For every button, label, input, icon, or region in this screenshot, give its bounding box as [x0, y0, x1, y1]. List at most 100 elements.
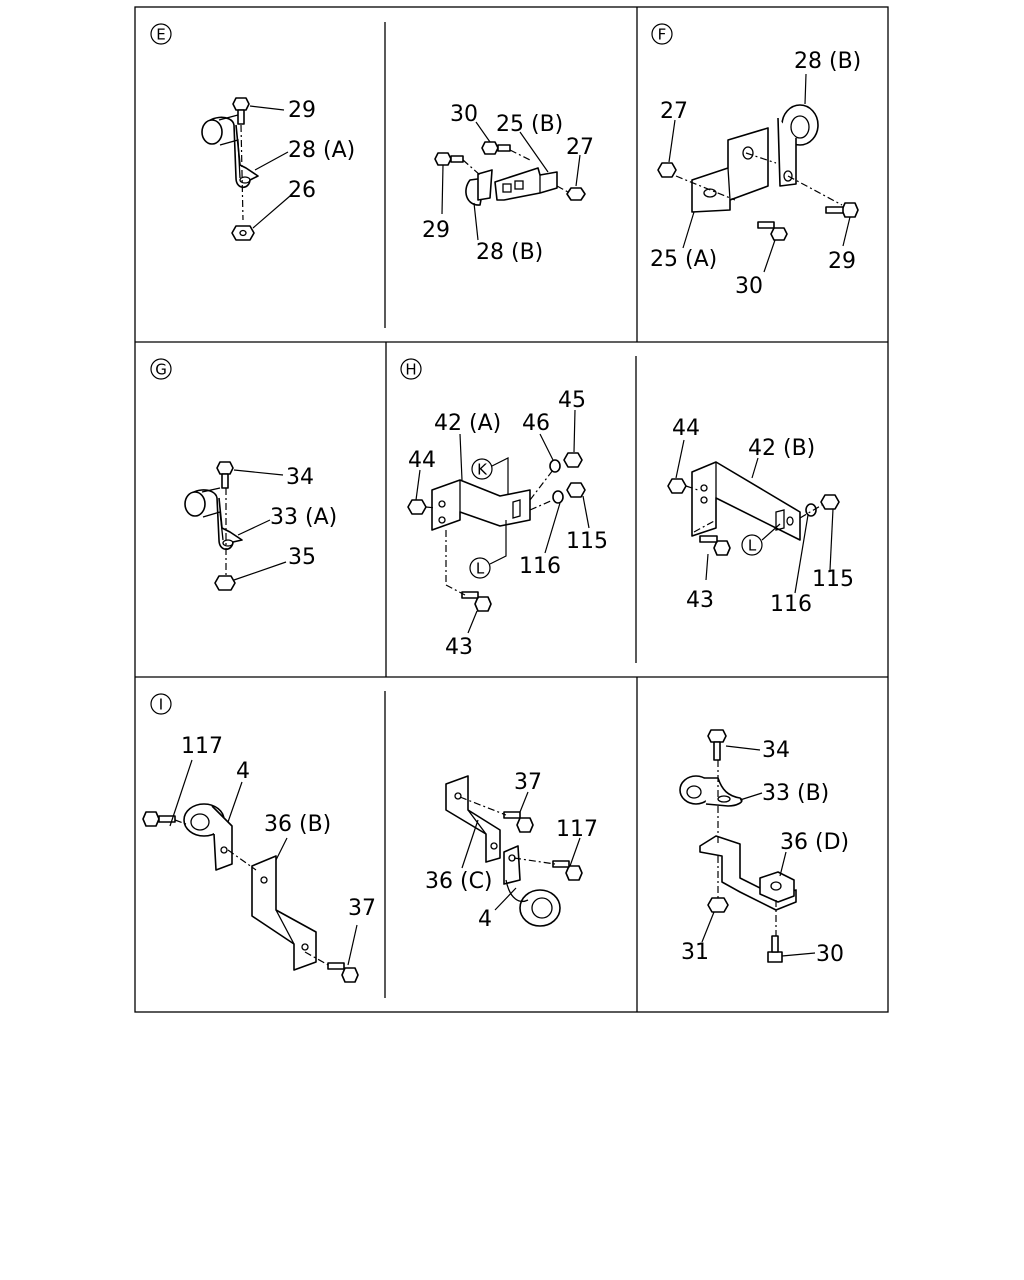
nut-drawing — [657, 162, 677, 178]
part-label: 34 — [286, 465, 314, 490]
bracket-drawing — [251, 855, 317, 971]
clamp-drawing — [183, 803, 233, 871]
pipe-clamp-drawing — [201, 114, 259, 189]
part-label: 29 — [828, 249, 856, 274]
section-letter: H — [405, 361, 416, 379]
bolt-drawing — [327, 962, 359, 983]
bolt-drawing — [142, 811, 176, 827]
part-label: 29 — [422, 218, 450, 243]
part-label: 25 (B) — [496, 112, 563, 137]
nut-drawing — [566, 187, 586, 201]
section-letter: I — [159, 696, 163, 714]
part-label: 37 — [348, 896, 376, 921]
part-label: 45 — [558, 388, 586, 413]
washer-drawing — [552, 490, 564, 504]
clip-drawing — [465, 169, 493, 206]
bolt-drawing — [503, 811, 534, 833]
pipe-clamp-drawing — [184, 487, 243, 551]
callout-letter: L — [748, 537, 757, 555]
part-label: 31 — [681, 940, 709, 965]
part-label: 27 — [566, 135, 594, 160]
part-label: 30 — [735, 274, 763, 299]
callout-l: L — [741, 534, 763, 556]
part-label: 33 (A) — [270, 505, 337, 530]
panel-e-middle: 30 25 (B) 27 29 28 (B) — [422, 102, 594, 265]
callout-letter: L — [476, 560, 485, 578]
nut-drawing — [667, 478, 687, 494]
part-label: 35 — [288, 545, 316, 570]
panel-f: 27 28 (B) 25 (A) 30 29 — [650, 49, 861, 299]
part-label: 4 — [236, 759, 250, 784]
bracket-drawing — [699, 835, 797, 911]
diagram-frame — [134, 6, 889, 1013]
section-letter: E — [156, 26, 165, 44]
nut-drawing — [231, 225, 255, 241]
part-label: 36 (D) — [780, 830, 849, 855]
part-label: 46 — [522, 411, 550, 436]
part-label: 117 — [181, 734, 223, 759]
part-label: 33 (B) — [762, 781, 829, 806]
part-label: 116 — [770, 592, 812, 617]
bolt-drawing — [232, 97, 250, 125]
part-label: 30 — [450, 102, 478, 127]
part-label: 42 (B) — [748, 436, 815, 461]
nut-drawing — [563, 452, 583, 468]
part-label: 29 — [288, 98, 316, 123]
bolt-drawing — [461, 591, 492, 612]
bolt-drawing — [552, 860, 583, 881]
part-label: 28 (B) — [794, 49, 861, 74]
part-label: 37 — [514, 770, 542, 795]
part-label: 36 (C) — [425, 869, 493, 894]
part-label: 30 — [816, 942, 844, 967]
bolt-drawing — [767, 935, 783, 963]
callout-l: L — [469, 557, 491, 579]
bolt-drawing — [216, 461, 234, 489]
washer-drawing — [549, 459, 561, 473]
bolt-drawing — [757, 221, 788, 241]
part-label: 36 (B) — [264, 812, 331, 837]
part-label: 4 — [478, 907, 492, 932]
panel-i-left: 117 4 36 (B) 37 — [142, 734, 376, 983]
part-label: 117 — [556, 817, 598, 842]
bolt-drawing — [825, 202, 859, 218]
part-label: 115 — [812, 567, 854, 592]
part-label: 27 — [660, 99, 688, 124]
nut-drawing — [707, 897, 729, 913]
nut-drawing — [566, 482, 586, 498]
nut-drawing — [820, 494, 840, 510]
panel-i-right: 34 33 (B) 36 (D) 31 30 — [679, 729, 849, 967]
part-label: 116 — [519, 554, 561, 579]
part-label: 43 — [445, 635, 473, 660]
section-marker-e: E — [150, 23, 172, 45]
section-marker-g: G — [150, 358, 172, 380]
part-label: 42 (A) — [434, 411, 501, 436]
bracket-drawing — [691, 461, 801, 541]
section-marker-i: I — [150, 693, 172, 715]
washer-drawing — [805, 503, 817, 517]
clamp-drawing — [777, 104, 819, 187]
nut-drawing — [407, 499, 427, 515]
panel-h: K L — [407, 388, 608, 660]
bracket-drawing — [494, 167, 558, 201]
callout-k: K — [471, 458, 493, 480]
section-letter: G — [155, 361, 167, 379]
bolt-drawing — [434, 152, 464, 166]
panel-h-right: L 44 42 (B) 43 116 115 — [667, 416, 854, 617]
panel-g: 34 33 (A) 35 — [184, 461, 337, 591]
part-label: 43 — [686, 588, 714, 613]
part-label: 28 (A) — [288, 138, 355, 163]
part-label: 26 — [288, 178, 316, 203]
bracket-drawing — [431, 479, 531, 531]
section-marker-h: H — [400, 358, 422, 380]
section-marker-f: F — [651, 23, 673, 45]
clamp-drawing — [679, 775, 743, 807]
part-label: 28 (B) — [476, 240, 543, 265]
part-label: 44 — [672, 416, 700, 441]
clamp-drawing — [503, 845, 561, 927]
bolt-drawing — [707, 729, 727, 761]
section-letter: F — [658, 26, 667, 44]
bolt-drawing — [699, 535, 731, 556]
bracket-drawing — [445, 775, 501, 863]
callout-letter: K — [477, 461, 488, 479]
